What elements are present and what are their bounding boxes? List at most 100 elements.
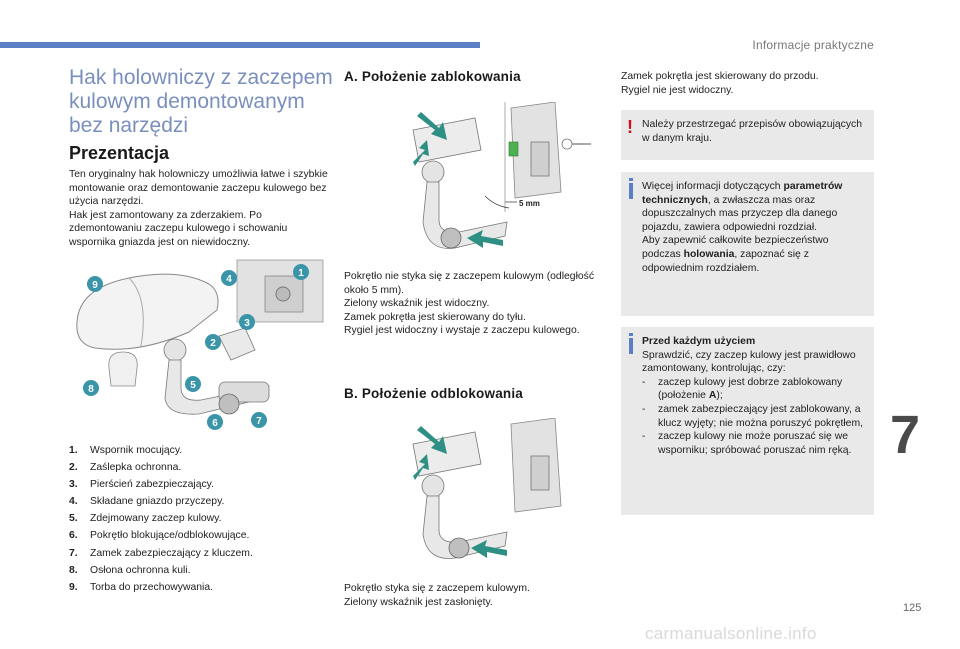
locked-position-illustration: 5 mm [412,102,591,249]
list-item-text: Zamek zabezpieczający z kluczem. [90,547,253,559]
list-item-number: 3. [69,479,78,491]
locked-line-3: Zamek pokrętła jest skierowany do tyłu. [344,311,526,323]
warning-box: ! Należy przestrzegać przepisów obowiązu… [621,110,874,160]
list-item: -zaczep kulowy jest dobrze zablokowany (… [642,376,843,402]
list-item: 1. Wspornik mocujący. [69,442,335,459]
arrow-top [417,112,447,140]
list-item: 6. Pokrętło blokujące/odblokowujące. [69,527,335,544]
callout-7: 7 [251,412,267,428]
locked-description: Pokrętło nie styka się z zaczepem kulowy… [344,270,614,338]
chapter-header-title: Informacje praktyczne [752,38,874,52]
list-item-text: Zdejmowany zaczep kulowy. [90,513,222,525]
callout-2: 2 [205,334,221,350]
list-item: -zaczep kulowy nie może poruszać się we … [642,430,866,457]
list-item-number: 8. [69,564,78,576]
right-intro-text: Zamek pokrętła jest skierowany do przodu… [621,70,881,97]
list-item: -zamek zabezpieczający jest zablokowany,… [642,403,866,430]
callout-6: 6 [207,414,223,430]
list-item-number: 5. [69,513,78,525]
unlocked-description: Pokrętło styka się z zaczepem kulowym. Z… [344,582,614,609]
list-item: 4. Składane gniazdo przyczepy. [69,493,335,510]
locking-knob-shape [448,537,470,559]
info-icon [629,333,633,354]
arrow-knob [471,540,507,558]
callout-8-label: 8 [88,384,94,395]
callout-3: 3 [239,314,255,330]
list-item-text: Osłona ochronna kuli. [90,564,191,576]
list-item-text: Torba do przechowywania. [90,581,214,593]
arrow-top [417,426,447,454]
list-item-text: Pokrętło blokujące/odblokowujące. [90,530,250,542]
info-icon [629,178,633,199]
callout-8: 8 [83,380,99,396]
watermark-text: carmanualsonline.info [645,624,817,643]
heading-locked-position: A. Położenie zablokowania [344,69,521,84]
check-3-text: zaczep kulowy nie może poruszać się we w… [658,431,852,456]
callout-2-label: 2 [210,338,216,349]
list-item-number: 7. [69,547,78,559]
storage-bag-shape [76,273,219,350]
page-title: Hak holowniczy z zaczepem kulowym demont… [69,66,333,137]
list-item-number: 9. [69,581,78,593]
before-use-text: Sprawdzić, czy zaczep kulowy jest prawid… [642,349,856,375]
info-box-technical: Więcej informacji dotyczących parametrów… [621,172,874,316]
locking-knob-shape [440,227,462,249]
right-intro-line-1: Zamek pokrętła jest skierowany do przodu… [621,71,819,82]
heading-unlocked-position: B. Położenie odblokowania [344,386,524,401]
info-text-part3: Aby zapewnić całkowite bezpieczeństwo po… [642,235,829,260]
list-item: 3. Pierścień zabezpieczający. [69,476,335,493]
list-item: 5. Zdejmowany zaczep kulowy. [69,510,335,527]
list-item: 9. Torba do przechowywania. [69,579,335,596]
arrow-side [413,454,429,480]
header-accent-bar [0,42,480,48]
info-text-part4: , zapoznać się z odpowiednim rozdziałem. [642,248,809,274]
check-1-bold: A [708,390,717,402]
callout-9: 9 [87,276,103,292]
page-number: 125 [903,602,922,614]
before-use-checklist: -zaczep kulowy jest dobrze zablokowany (… [642,376,866,458]
list-item-number: 2. [69,462,78,474]
info-text-part1: Więcej informacji dotyczących [642,181,784,192]
info-box-before-use: Przed każdym użyciem Sprawdzić, czy zacz… [621,327,874,515]
towbar-components-illustration: 1 4 9 3 2 5 8 6 7 [76,259,324,430]
callout-7-label: 7 [256,416,262,427]
before-use-title: Przed każdym użyciem [642,336,756,347]
ball-cover-shape [108,351,138,387]
list-item-text: Składane gniazdo przyczepy. [90,496,225,508]
list-item-number: 4. [69,496,78,508]
unlocked-line-1: Pokrętło styka się z zaczepem kulowym. [344,583,530,594]
list-item-number: 1. [69,445,78,456]
dimension-5mm-label: 5 mm [519,199,540,208]
list-item: 2. Zaślepka ochronna. [69,459,335,476]
list-item-text: Pierścień zabezpieczający. [90,479,214,491]
locked-line-1: Pokrętło nie styka się z zaczepem kulowy… [344,271,595,296]
check-1-text: zaczep kulowy jest dobrze zablokowany (p… [658,376,843,402]
info-text-bold1: parametrów technicznych [642,181,843,206]
callout-4-label: 4 [226,274,232,285]
intro-paragraph: Ten oryginalny hak holowniczy umożliwia … [69,168,335,250]
callout-1: 1 [293,264,309,280]
right-intro-line-2: Rygiel nie jest widoczny. [621,84,734,96]
parts-list: 1. Wspornik mocujący. 2. Zaślepka ochronna… [69,442,335,596]
warning-exclamation-icon: ! [627,117,633,137]
info-text-bold2: holowania [683,248,735,260]
list-item-number: 6. [69,530,78,542]
locked-line-4: Rygiel jest widoczny i wystaje z zaczepu… [344,325,580,337]
section-title-presentation: Prezentacja [69,143,170,163]
callout-9-label: 9 [92,280,98,291]
unlocked-position-illustration [412,418,562,559]
unlocked-line-2: Zielony wskaźnik jest zasłonięty. [344,596,493,608]
green-indicator-visible [508,141,519,157]
callout-4: 4 [221,270,237,286]
list-item: 8. Osłona ochronna kuli. [69,562,335,579]
chapter-number: 7 [890,405,921,465]
trailer-socket-shape [218,327,256,361]
list-item: 7. Zamek zabezpieczający z kluczem. [69,545,335,562]
intro-paragraph-1: Ten oryginalny hak holowniczy umożliwia … [69,169,328,208]
tow-ball-shape [163,338,187,362]
callout-5: 5 [185,376,201,392]
list-item-text: Wspornik mocujący. [90,445,183,456]
locked-line-2: Zielony wskaźnik jest widoczny. [344,298,490,310]
list-item-text: Zaślepka ochronna. [90,462,182,474]
callout-1-label: 1 [298,268,304,279]
